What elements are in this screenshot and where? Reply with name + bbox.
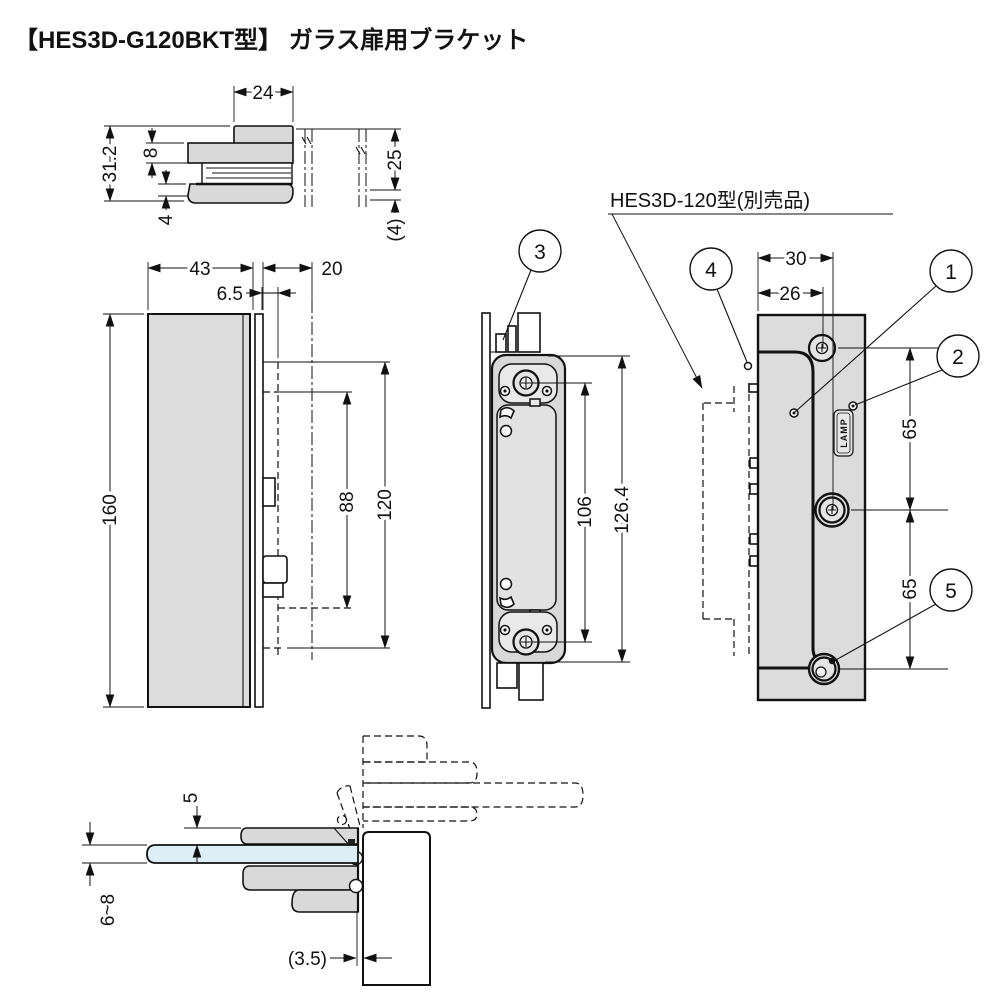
pin-hole <box>499 577 513 591</box>
dim-hinge-length: 120 <box>375 489 396 521</box>
callout-1 <box>929 249 973 293</box>
dim-pitch-lower: 65 <box>900 578 921 599</box>
callout-2 <box>936 334 980 378</box>
callout-3-label: 3 <box>534 241 546 264</box>
profile-upper-band <box>187 142 294 164</box>
clamp-plate-lower <box>242 865 359 891</box>
hinge-tab <box>262 477 276 507</box>
dim-body-height: 160 <box>100 494 121 526</box>
view-front-right: HES3D-120型(別売品) <box>608 189 980 702</box>
hinge-lug <box>749 457 759 469</box>
dim-edge-to-hole: 26 <box>779 284 800 305</box>
callout-5 <box>929 568 973 612</box>
profile-top-block <box>233 125 294 145</box>
glass-break-mark <box>355 146 366 155</box>
frame-post <box>362 831 431 986</box>
dim-hinge-pitch: 88 <box>337 491 358 512</box>
dim-frame-gap: (3.5) <box>288 949 327 970</box>
glass-break-mark <box>301 136 312 145</box>
dim-screw-pitch: 106 <box>575 496 596 528</box>
dim-width-top: 24 <box>252 83 274 104</box>
callout-4-label: 4 <box>705 259 717 282</box>
callout-3 <box>518 229 562 273</box>
view-plan-bottom: 5 6~8 (3.5) <box>82 735 584 986</box>
dim-height-upper: 8 <box>141 148 162 159</box>
clamp-plate-upper <box>240 827 359 845</box>
dim-hinge-depth: 20 <box>321 259 342 280</box>
glass-plate-edge <box>481 312 491 709</box>
hinge-tab <box>262 582 284 598</box>
dim-glass-thickness: 6~8 <box>98 894 119 926</box>
latch-notch <box>529 398 541 407</box>
callout-4 <box>689 247 733 291</box>
brand-logo: LAMP <box>839 418 849 448</box>
dim-plate-step: 5 <box>181 793 202 804</box>
knuckle-screw <box>348 878 364 894</box>
callout-1-label: 1 <box>945 261 957 284</box>
cam-slot <box>498 595 515 609</box>
foot-block <box>518 662 544 701</box>
cam-slot <box>498 406 515 420</box>
mounting-plate-edge <box>254 313 264 708</box>
view-top-profile: 24 31.2 8 4 25 (4) <box>97 80 410 246</box>
hinge-lug <box>749 483 759 495</box>
glass-pane <box>146 844 359 864</box>
profile-lower-band <box>187 183 294 204</box>
dim-height-overall: 31.2 <box>100 146 121 183</box>
hinge-lug <box>749 533 759 545</box>
dim-glass-engage: 25 <box>385 149 406 170</box>
dim-body-width: 43 <box>189 259 210 280</box>
adjust-screw-block <box>507 325 517 353</box>
hinge-wedge <box>348 839 355 846</box>
view-side-center: 106 126.4 3 <box>481 229 637 709</box>
hinge-tab <box>262 555 288 584</box>
hinge-lug <box>748 383 759 393</box>
callout-2-label: 2 <box>952 346 964 369</box>
alignment-pin <box>743 361 753 371</box>
set-pin <box>828 657 836 665</box>
hinge-lug <box>749 555 759 567</box>
dim-pitch-upper: 65 <box>900 418 921 439</box>
foot-block <box>496 662 518 689</box>
logo-plate <box>833 409 854 457</box>
inner-plate <box>496 404 557 611</box>
clamp-plate-lower-step <box>291 889 359 913</box>
part-label: HES3D-120型(別売品) <box>610 189 810 212</box>
view-front-left: 43 20 6.5 160 88 120 <box>97 256 400 708</box>
pin-hole <box>499 424 513 438</box>
dim-glass-clear: (4) <box>385 218 406 241</box>
dim-edge-to-center: 30 <box>785 249 806 270</box>
dim-height-lower: 4 <box>156 214 177 225</box>
page-title: 【HES3D-G120BKT型】 ガラス扉用ブラケット <box>14 26 528 54</box>
callout-5-label: 5 <box>945 580 957 603</box>
top-tab <box>517 312 541 353</box>
dim-plate-offset: 6.5 <box>217 284 243 305</box>
bracket-body-front <box>147 313 251 708</box>
dim-plate-length: 126.4 <box>612 486 633 534</box>
